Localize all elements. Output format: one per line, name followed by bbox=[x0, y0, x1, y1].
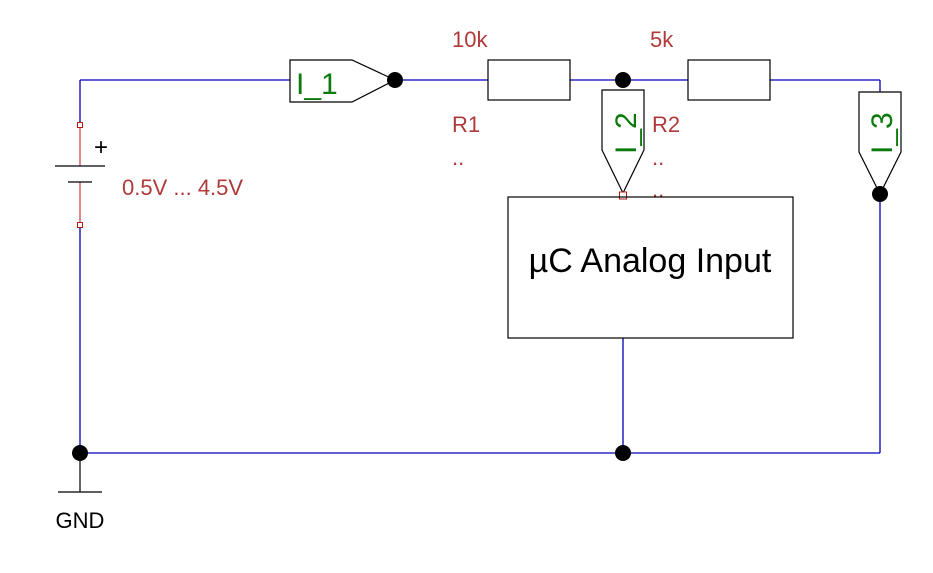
resistor-r2-body bbox=[687, 59, 771, 101]
resistor-r1-body bbox=[487, 59, 571, 101]
probe-i1-label: I_1 bbox=[296, 68, 338, 101]
probe-i2-label: I_2 bbox=[610, 112, 643, 154]
probe-i2-flag bbox=[601, 89, 645, 195]
junction-ground-mid bbox=[615, 445, 631, 461]
source-pin-bottom bbox=[77, 222, 83, 228]
ground-label: GND bbox=[56, 508, 105, 533]
uc-pin-extra: .. bbox=[652, 177, 664, 202]
resistor-r2-name: R2 bbox=[652, 112, 680, 137]
ground-symbol: GND bbox=[56, 453, 105, 533]
resistor-r1-extra: .. bbox=[452, 145, 464, 170]
resistor-r2: 5k R2 .. .. bbox=[650, 27, 771, 202]
probe-i3-label: I_3 bbox=[866, 112, 899, 154]
resistor-r1-name: R1 bbox=[452, 112, 480, 137]
uc-block-label: µC Analog Input bbox=[529, 242, 772, 280]
resistor-r1-value: 10k bbox=[452, 27, 488, 52]
uc-block-body bbox=[507, 196, 794, 339]
resistor-r1: 10k R1 .. bbox=[452, 27, 571, 170]
voltage-source: + 0.5V ... 4.5V bbox=[55, 122, 243, 228]
resistor-r2-extra: .. bbox=[652, 145, 664, 170]
source-value: 0.5V ... 4.5V bbox=[122, 175, 243, 200]
junction-r1-r2 bbox=[615, 72, 631, 88]
probe-i1: I_1 bbox=[289, 59, 403, 103]
resistor-r2-value: 5k bbox=[650, 27, 674, 52]
probe-i3-flag bbox=[858, 91, 902, 196]
source-polarity: + bbox=[94, 134, 108, 161]
junction-probe1 bbox=[387, 72, 403, 88]
junction-probe3 bbox=[872, 186, 888, 202]
uc-input-pin bbox=[619, 191, 627, 200]
probe-i3: I_3 bbox=[858, 91, 902, 202]
uc-analog-input-block: µC Analog Input bbox=[507, 196, 794, 339]
probe-i1-flag bbox=[289, 59, 397, 103]
probe-i2: I_2 bbox=[601, 89, 645, 200]
source-pin-top bbox=[77, 122, 83, 128]
